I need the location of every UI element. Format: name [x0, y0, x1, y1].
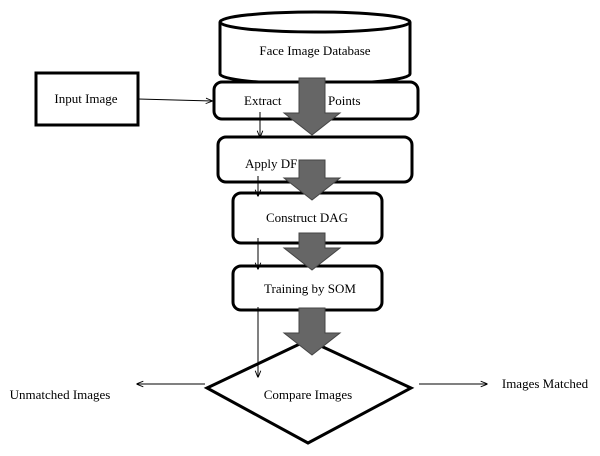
compare-images-node: Compare Images [203, 338, 415, 445]
block-arrow-4 [282, 307, 342, 356]
block-arrow-2 [282, 159, 342, 201]
apply-df-label: Apply DF [245, 156, 297, 171]
extract-label-left: Extract [244, 93, 282, 108]
input-image-label: Input Image [54, 91, 117, 106]
block-arrow-1 [282, 77, 342, 136]
database-label: Face Image Database [259, 43, 370, 58]
input-to-extract-arrow [137, 99, 212, 101]
training-som-label: Training by SOM [264, 281, 356, 296]
construct-dag-label: Construct DAG [266, 210, 348, 225]
extract-label-right: Points [328, 93, 361, 108]
images-matched-label: Images Matched [502, 376, 589, 391]
input-image-node: Input Image [34, 71, 140, 127]
face-image-database-node: Face Image Database [218, 10, 412, 86]
block-arrows [282, 77, 342, 356]
block-arrow-3 [282, 232, 342, 271]
compare-images-label: Compare Images [264, 387, 352, 402]
training-som-node: Training by SOM [231, 264, 384, 312]
unmatched-images-label: Unmatched Images [10, 387, 111, 402]
